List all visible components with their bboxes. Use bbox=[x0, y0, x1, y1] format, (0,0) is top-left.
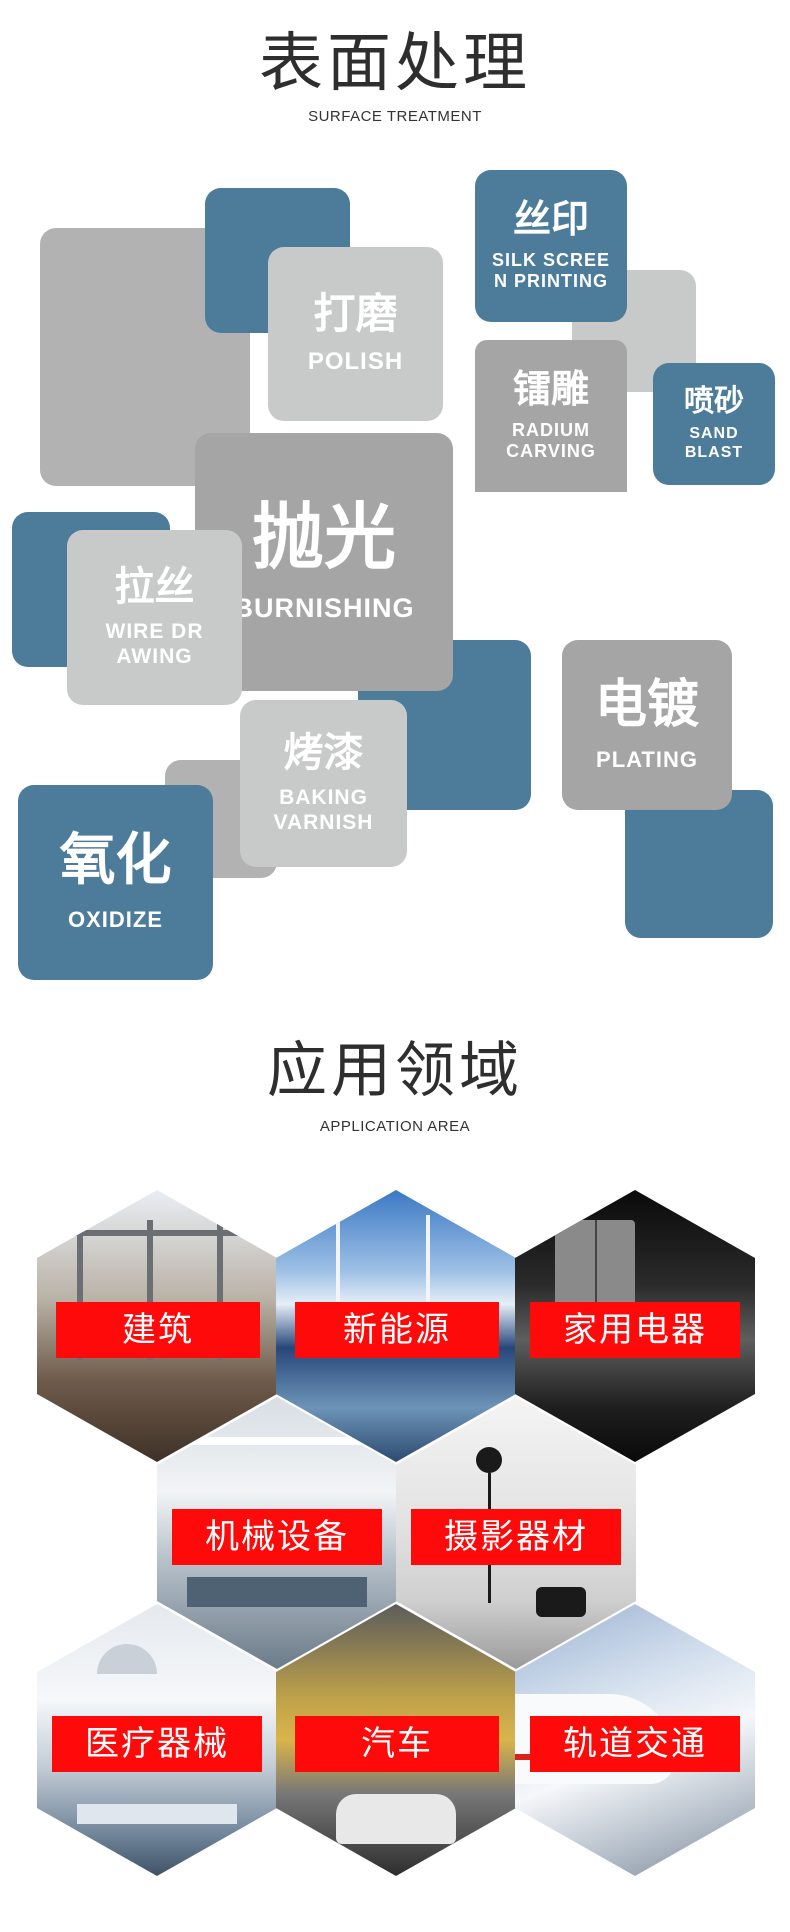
label-machinery: 机械设备 bbox=[172, 1509, 382, 1565]
baking-cn: 烤漆 bbox=[283, 730, 364, 777]
tile-sand-blast: 喷砂 SAND BLAST bbox=[653, 363, 775, 485]
burnishing-en: BURNISHING bbox=[233, 593, 415, 624]
radium-en-line1: RADIUM bbox=[512, 420, 590, 441]
radium-cn: 镭雕 bbox=[512, 367, 589, 412]
oxidize-cn: 氧化 bbox=[59, 828, 172, 894]
sand-en-line1: SAND bbox=[689, 425, 739, 443]
sand-en-line2: BLAST bbox=[684, 443, 744, 461]
wire-cn: 拉丝 bbox=[114, 564, 195, 611]
plating-cn: 电镀 bbox=[594, 675, 699, 736]
label-home-appliance: 家用电器 bbox=[530, 1302, 740, 1358]
polish-en: POLISH bbox=[307, 348, 404, 376]
burnishing-cn: 抛光 bbox=[251, 494, 396, 579]
label-photography: 摄影器材 bbox=[411, 1509, 621, 1565]
baking-en-line2: VARNISH bbox=[273, 810, 374, 834]
label-automobile: 汽车 bbox=[295, 1716, 499, 1772]
tile-oxidize: 氧化 OXIDIZE bbox=[18, 785, 213, 980]
deco-block-blue bbox=[625, 790, 773, 938]
surface-title: 表面处理 bbox=[259, 27, 531, 101]
label-new-energy: 新能源 bbox=[295, 1302, 499, 1358]
application-subtitle: APPLICATION AREA bbox=[319, 1118, 471, 1135]
tile-silk-screen: 丝印 SILK SCREE N PRINTING bbox=[475, 170, 627, 322]
tile-radium-carving: 镭雕 RADIUM CARVING bbox=[475, 340, 627, 492]
silk-en-line2: N PRINTING bbox=[493, 270, 608, 291]
label-rail-transit: 轨道交通 bbox=[530, 1716, 740, 1772]
radium-en-line2: CARVING bbox=[506, 440, 596, 461]
sand-cn: 喷砂 bbox=[684, 383, 744, 419]
plating-en: PLATING bbox=[596, 746, 698, 772]
label-architecture: 建筑 bbox=[56, 1302, 260, 1358]
oxidize-en: OXIDIZE bbox=[67, 907, 163, 933]
wire-en-line1: WIRE DR bbox=[105, 620, 204, 644]
silk-cn: 丝印 bbox=[512, 197, 589, 242]
polish-cn: 打磨 bbox=[313, 289, 398, 339]
wire-en-line2: AWING bbox=[116, 644, 193, 668]
tile-polish: 打磨 POLISH bbox=[268, 247, 443, 421]
baking-en-line1: BAKING bbox=[279, 786, 368, 810]
tile-wire-drawing: 拉丝 WIRE DR AWING bbox=[67, 530, 242, 705]
surface-subtitle: SURFACE TREATMENT bbox=[308, 108, 482, 125]
tile-plating: 电镀 PLATING bbox=[562, 640, 732, 810]
label-medical: 医疗器械 bbox=[52, 1716, 262, 1772]
application-title: 应用领域 bbox=[267, 1036, 523, 1106]
tile-baking-varnish: 烤漆 BAKING VARNISH bbox=[240, 700, 407, 867]
silk-en-line1: SILK SCREE bbox=[491, 250, 611, 271]
